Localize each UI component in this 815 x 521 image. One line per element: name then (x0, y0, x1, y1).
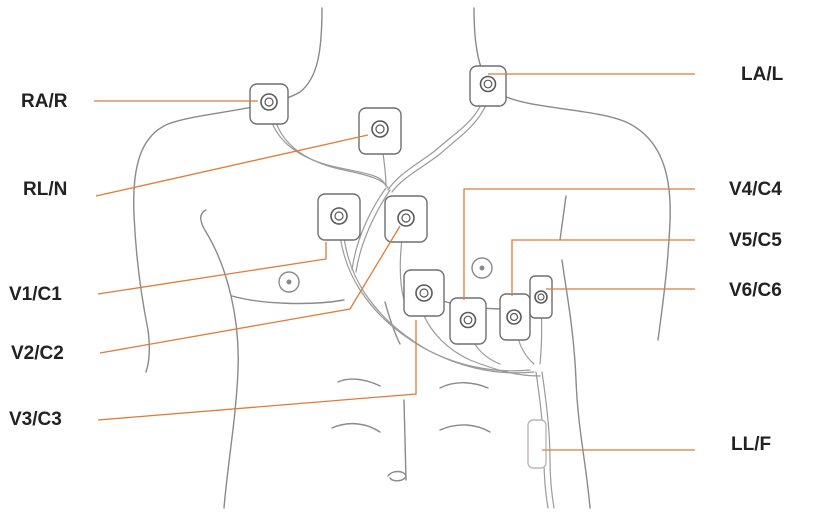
electrode-v1 (318, 194, 360, 240)
electrode-v5 (500, 294, 530, 340)
label-rl: RL/N (23, 180, 67, 199)
label-v2: V2/C2 (11, 344, 64, 363)
label-ll: LL/F (731, 435, 771, 454)
leader-v1 (98, 242, 326, 294)
electrode-la (470, 66, 506, 106)
electrode-v4 (450, 298, 486, 344)
electrode-rl (359, 108, 401, 154)
leader-v3 (98, 320, 416, 420)
torso-outline (134, 8, 671, 508)
electrode-ra (250, 84, 288, 124)
label-v6: V6/C6 (729, 281, 782, 300)
leader-v2 (100, 226, 400, 353)
electrode-ll (528, 420, 546, 468)
label-v3: V3/C3 (9, 410, 62, 429)
electrode-v3 (404, 270, 444, 316)
label-v5: V5/C5 (729, 231, 782, 250)
leader-v4 (464, 189, 695, 300)
label-v1: V1/C1 (9, 285, 62, 304)
electrode-v6 (530, 276, 552, 318)
label-ra: RA/R (21, 92, 67, 111)
electrode-v2 (385, 196, 427, 242)
label-v4: V4/C4 (729, 180, 782, 199)
label-la: LA/L (741, 65, 783, 84)
